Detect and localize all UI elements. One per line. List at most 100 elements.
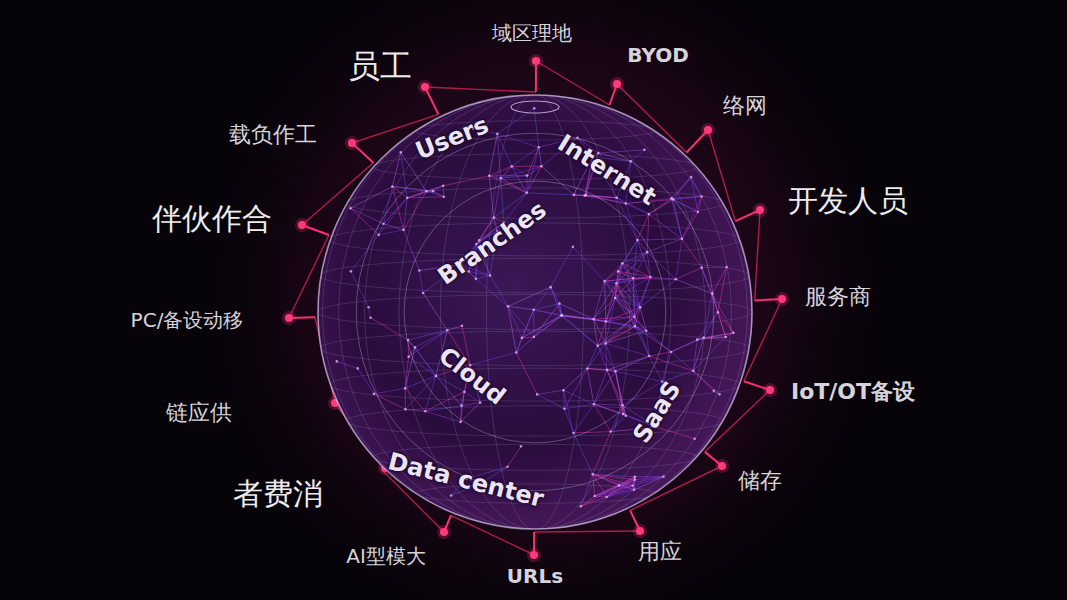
network-line	[489, 166, 511, 175]
leader-dot	[613, 80, 621, 88]
network-point	[335, 360, 338, 363]
network-line	[423, 293, 447, 330]
network-line	[419, 271, 423, 293]
network-line	[615, 371, 662, 381]
network-point	[646, 251, 649, 254]
outer-label: 员工	[348, 49, 412, 84]
latitude	[320, 258, 750, 292]
network-line	[634, 477, 636, 490]
network-line	[534, 310, 562, 315]
network-point	[639, 306, 642, 309]
dot-glow	[763, 383, 777, 397]
network-point	[604, 342, 607, 345]
network-line	[404, 230, 420, 271]
network-line	[671, 198, 682, 238]
leader-dot	[636, 527, 644, 535]
network-point	[621, 404, 624, 407]
network-point	[422, 292, 425, 295]
network-line	[490, 276, 508, 307]
outer-label: URLs	[507, 565, 563, 587]
network-point	[521, 337, 524, 340]
network-line	[587, 343, 605, 368]
network-line	[593, 474, 633, 485]
network-point	[407, 355, 410, 358]
network-line	[537, 394, 564, 408]
network-line	[691, 177, 698, 212]
leader-zigzag	[425, 87, 536, 92]
network-point	[442, 185, 445, 188]
network-point	[538, 146, 541, 149]
network-point	[533, 107, 536, 110]
network-line	[461, 392, 465, 422]
network-point	[532, 308, 535, 311]
network-line	[622, 252, 647, 263]
network-line	[522, 310, 534, 338]
network-point	[593, 403, 596, 406]
network-point	[697, 211, 700, 214]
network-point	[418, 269, 421, 272]
network-line	[626, 203, 638, 240]
network-line	[615, 356, 649, 371]
network-line	[615, 298, 640, 307]
network-line	[587, 368, 594, 404]
network-line	[635, 326, 671, 352]
network-point	[593, 495, 596, 498]
network-point	[609, 430, 612, 433]
network-line	[358, 368, 374, 394]
network-line	[595, 477, 635, 496]
network-point	[643, 149, 646, 152]
network-point	[499, 177, 502, 180]
network-point	[692, 370, 695, 373]
network-point	[634, 475, 637, 478]
network-line	[634, 277, 650, 317]
network-line	[351, 208, 379, 235]
globe-pole	[511, 101, 559, 113]
network-line	[508, 306, 534, 309]
network-point	[399, 151, 402, 154]
network-line	[561, 314, 562, 316]
network-line	[671, 197, 701, 199]
network-line	[697, 333, 733, 340]
network-line	[697, 312, 718, 339]
network-point	[605, 496, 608, 499]
network-line	[533, 310, 534, 337]
network-line	[407, 197, 444, 198]
network-line	[671, 340, 697, 352]
outer-label: 开发人员	[788, 184, 908, 217]
network-line	[516, 337, 534, 352]
network-point	[615, 196, 618, 199]
network-line	[634, 317, 646, 331]
network-line	[647, 252, 650, 277]
network-line	[561, 316, 597, 346]
network-point	[633, 315, 636, 318]
network-point	[459, 421, 462, 424]
leader-dot	[756, 206, 764, 214]
network-point	[712, 390, 715, 393]
network-line	[594, 370, 607, 404]
network-line	[640, 279, 676, 307]
network-point	[520, 445, 523, 448]
network-line	[522, 316, 562, 338]
network-line	[405, 409, 425, 411]
network-point	[493, 216, 496, 219]
outer-label: BYOD	[627, 44, 689, 66]
leader-dot	[718, 462, 726, 470]
network-point	[718, 393, 721, 396]
network-line	[425, 392, 464, 412]
network-line	[407, 191, 426, 198]
network-point	[700, 266, 703, 269]
network-line	[682, 239, 702, 268]
leader-dot	[778, 295, 786, 303]
network-line	[405, 388, 425, 411]
dot-glow	[418, 80, 432, 94]
network-point	[717, 311, 720, 314]
network-line	[476, 279, 508, 307]
network-point	[624, 202, 627, 205]
network-point	[496, 133, 499, 136]
network-point	[591, 473, 594, 476]
network-line	[607, 370, 623, 414]
network-point	[724, 336, 727, 339]
network-point	[475, 278, 478, 281]
dot-glow	[610, 77, 624, 91]
network-point	[432, 190, 435, 193]
